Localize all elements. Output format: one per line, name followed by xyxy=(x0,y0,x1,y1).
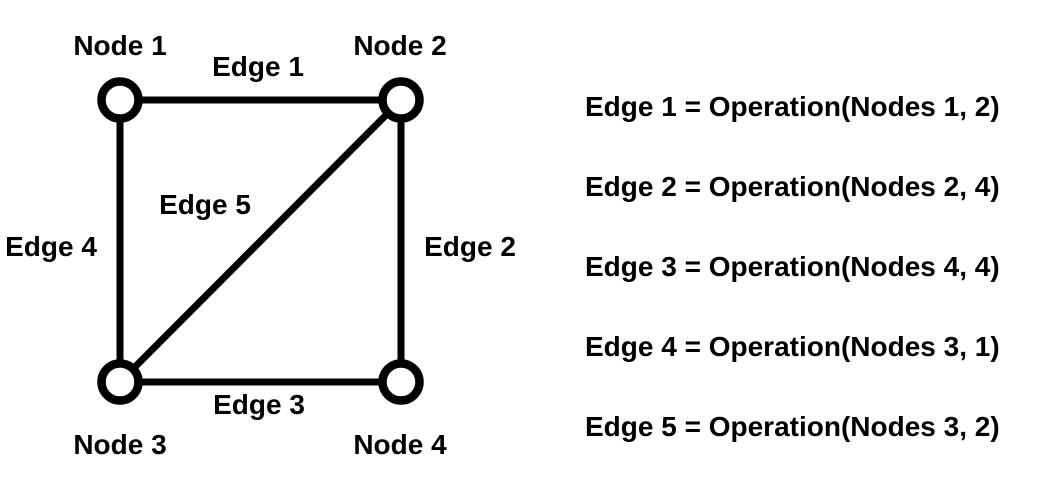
node-2-circle xyxy=(378,77,424,123)
node-4-label: Node 4 xyxy=(353,429,447,460)
node-4-circle xyxy=(378,359,424,405)
edge-4-label: Edge 4 xyxy=(5,231,97,262)
node-2-label: Node 2 xyxy=(353,30,446,61)
edge-1-label: Edge 1 xyxy=(212,51,304,82)
node-3-label: Node 3 xyxy=(73,429,166,460)
legend-line-edge-3: Edge 3 = Operation(Nodes 4, 4) xyxy=(585,251,1000,282)
node-1-circle xyxy=(97,77,143,123)
legend-line-edge-1: Edge 1 = Operation(Nodes 1, 2) xyxy=(585,91,1000,122)
node-1-label: Node 1 xyxy=(73,30,166,61)
edge-2-label: Edge 2 xyxy=(424,231,516,262)
legend-line-edge-5: Edge 5 = Operation(Nodes 3, 2) xyxy=(585,411,1000,442)
node-3-circle xyxy=(97,359,143,405)
edge-5-label: Edge 5 xyxy=(159,189,251,220)
edge-5-line xyxy=(117,97,404,385)
legend-line-edge-4: Edge 4 = Operation(Nodes 3, 1) xyxy=(585,331,1000,362)
legend-line-edge-2: Edge 2 = Operation(Nodes 2, 4) xyxy=(585,171,1000,202)
graph-diagram: Node 1 Node 2 Node 3 Node 4 Edge 1 Edge … xyxy=(5,30,516,460)
edge-3-label: Edge 3 xyxy=(213,389,305,420)
edge-operations-legend: Edge 1 = Operation(Nodes 1, 2) Edge 2 = … xyxy=(585,0,1045,480)
